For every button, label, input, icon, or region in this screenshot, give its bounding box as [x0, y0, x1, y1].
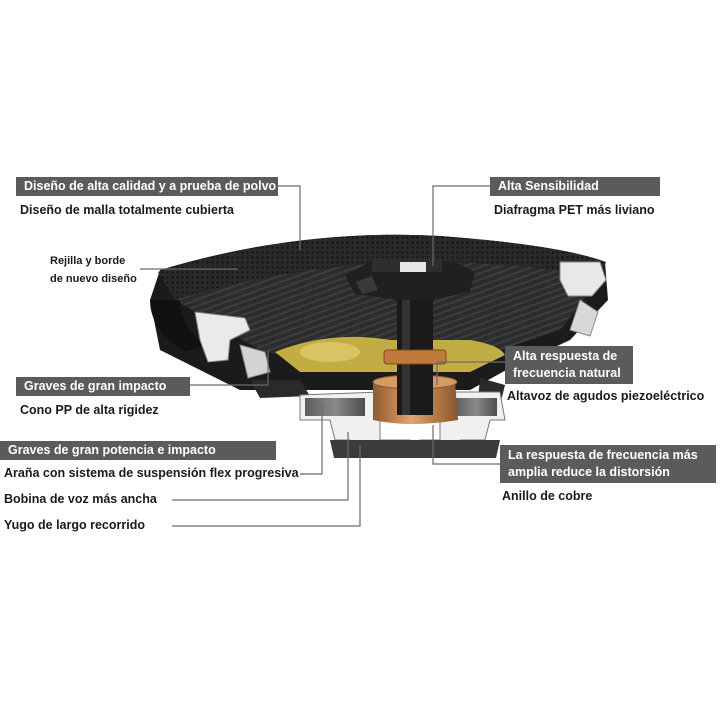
callout-natural-freq-line1: Alta respuesta de	[513, 349, 618, 363]
frame-section-left	[194, 311, 251, 363]
leader-line-wide-freq	[432, 425, 500, 465]
leader-line-natural-freq	[436, 361, 505, 385]
callout-voice-coil-label: Bobina de voz más ancha	[4, 492, 157, 506]
callout-wide-freq-line1: La respuesta de frecuencia más	[508, 448, 698, 462]
speaker-cone	[175, 262, 600, 372]
callout-sensitivity-header: Alta Sensibilidad	[490, 177, 660, 196]
callout-wide-freq-line2: amplia reduce la distorsión	[508, 465, 670, 479]
callout-yoke-label: Yugo de largo recorrido	[4, 518, 145, 532]
callout-grille-line2: de nuevo diseño	[50, 273, 137, 285]
frame-section-right	[559, 261, 607, 297]
callout-design-header: Diseño de alta calidad y a prueba de pol…	[16, 177, 278, 196]
leader-line-voice-coil	[172, 432, 349, 501]
callout-wide-freq-header: La respuesta de frecuencia más amplia re…	[500, 445, 716, 483]
callout-natural-freq-line2: frecuencia natural	[513, 366, 621, 380]
leader-line-sensitivity	[432, 185, 490, 266]
leader-line-yoke	[172, 445, 361, 527]
callout-natural-freq-header: Alta respuesta de frecuencia natural	[505, 346, 633, 384]
rubber-surround	[150, 300, 205, 352]
callout-sensitivity-sub: Diafragma PET más liviano	[494, 203, 655, 217]
callout-natural-freq-sub: Altavoz de agudos piezoeléctrico	[507, 389, 705, 403]
callout-grille-line1: Rejilla y borde	[50, 255, 126, 267]
callout-bass-impact-header: Graves de gran impacto	[16, 377, 190, 396]
callout-bass-power-header: Graves de gran potencia e impacto	[0, 441, 276, 460]
leader-line-spider	[300, 405, 323, 475]
leader-line-design	[278, 185, 301, 250]
callout-wide-freq-sub: Anillo de cobre	[502, 489, 593, 503]
callout-design-sub: Diseño de malla totalmente cubierta	[20, 203, 234, 217]
mesh-grille	[158, 234, 606, 300]
callout-spider-label: Araña con sistema de suspensión flex pro…	[4, 466, 299, 480]
voice-coil	[383, 349, 447, 365]
callout-bass-impact-sub: Cono PP de alta rigidez	[20, 403, 159, 417]
